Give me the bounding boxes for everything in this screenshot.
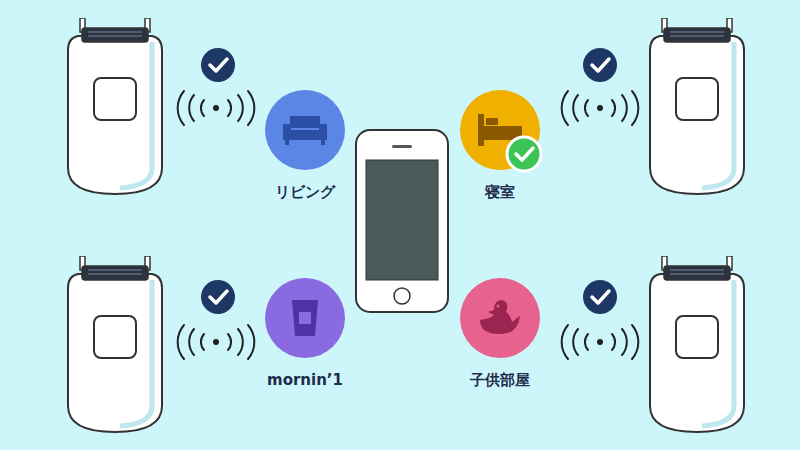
room-icon xyxy=(480,300,520,334)
check-mark xyxy=(583,48,617,82)
curtain-device xyxy=(68,256,162,432)
check-mark xyxy=(583,280,617,314)
room-node: mornin’1 xyxy=(261,278,349,389)
room-icon xyxy=(478,114,484,146)
signal-symbol xyxy=(562,91,639,125)
curtain-device xyxy=(68,18,162,194)
room-node: リビング xyxy=(261,90,349,201)
room-icon xyxy=(283,124,327,140)
room-label: 寝室 xyxy=(456,183,544,201)
curtain-device xyxy=(650,18,744,194)
room-node: 子供部屋 xyxy=(456,278,544,389)
circle-shape xyxy=(460,90,540,170)
signal-symbol xyxy=(178,325,255,359)
check-mark xyxy=(201,48,235,82)
room-icon xyxy=(486,118,498,125)
room-label: リビング xyxy=(261,183,349,201)
room-label: mornin’1 xyxy=(261,371,349,389)
signal-symbol xyxy=(178,91,255,125)
circle-shape xyxy=(265,90,345,170)
room-icon xyxy=(290,116,320,128)
room-icon-circle xyxy=(460,278,540,358)
room-icon-circle xyxy=(265,90,345,170)
check-mark xyxy=(201,280,235,314)
selected-badge xyxy=(507,137,541,171)
room-label: 子供部屋 xyxy=(456,371,544,389)
room-icon xyxy=(285,140,325,145)
room-icon-circle xyxy=(265,278,345,358)
circle-shape xyxy=(460,278,540,358)
room-icon xyxy=(291,130,319,140)
room-icon-circle xyxy=(460,90,540,170)
room-icon xyxy=(299,312,311,324)
room-node: 寝室 xyxy=(456,90,544,201)
curtain-device xyxy=(650,256,744,432)
room-icon xyxy=(292,300,318,336)
room-icon xyxy=(497,305,500,308)
circle-shape xyxy=(265,278,345,358)
smartphone xyxy=(356,130,448,312)
signal-symbol xyxy=(562,325,639,359)
